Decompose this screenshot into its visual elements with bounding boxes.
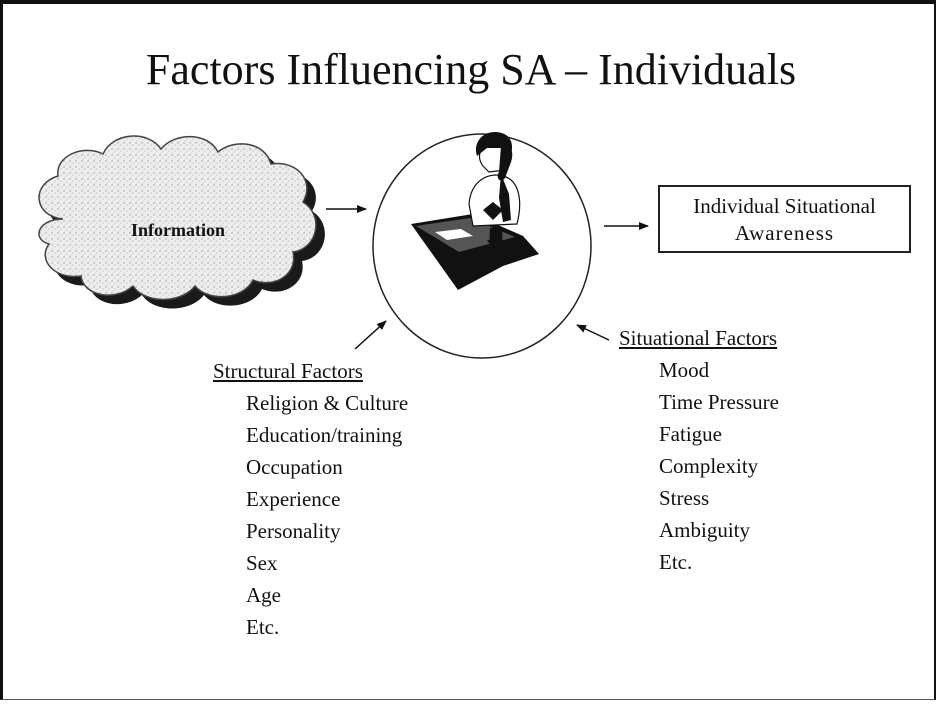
list-item: Stress: [659, 486, 710, 510]
situational-factors: Situational Factors Mood Time Pressure F…: [619, 322, 779, 578]
arrow-structural-factors: [354, 320, 387, 350]
individual-situational-awareness-box: Individual Situational Awareness: [658, 185, 911, 253]
list-item: Complexity: [659, 454, 759, 478]
list-item: Age: [246, 583, 281, 607]
list-item: Experience: [246, 487, 341, 511]
diagram-graphics: [38, 132, 649, 359]
list-item: Religion & Culture: [246, 391, 409, 415]
list-item: Time Pressure: [659, 390, 779, 414]
list-item: Personality: [246, 519, 341, 543]
structural-factors: Structural Factors Religion & Culture Ed…: [213, 355, 408, 643]
list-item: Mood: [659, 358, 710, 382]
slide-title: Factors Influencing SA – Individuals: [145, 45, 797, 94]
list-item: Fatigue: [659, 422, 722, 446]
list-item: Education/training: [246, 423, 403, 447]
awareness-box-line1: Individual Situational: [693, 194, 876, 218]
list-item: Ambiguity: [659, 518, 751, 542]
information-label: Information: [131, 220, 225, 240]
arrow-situational-factors: [576, 324, 610, 341]
list-item: Occupation: [246, 455, 343, 479]
situational-factors-heading: Situational Factors: [619, 326, 778, 350]
list-item: Etc.: [246, 615, 280, 639]
list-item: Etc.: [659, 550, 693, 574]
awareness-box-line2: Awareness: [734, 221, 835, 245]
person-at-desk-on-phone-icon: [411, 132, 539, 290]
situational-factors-list: Mood Time Pressure Fatigue Complexity St…: [619, 354, 779, 578]
structural-factors-list: Religion & Culture Education/training Oc…: [213, 387, 408, 643]
information-cloud-icon: [38, 135, 325, 309]
structural-factors-heading: Structural Factors: [213, 359, 363, 383]
list-item: Sex: [246, 551, 278, 575]
